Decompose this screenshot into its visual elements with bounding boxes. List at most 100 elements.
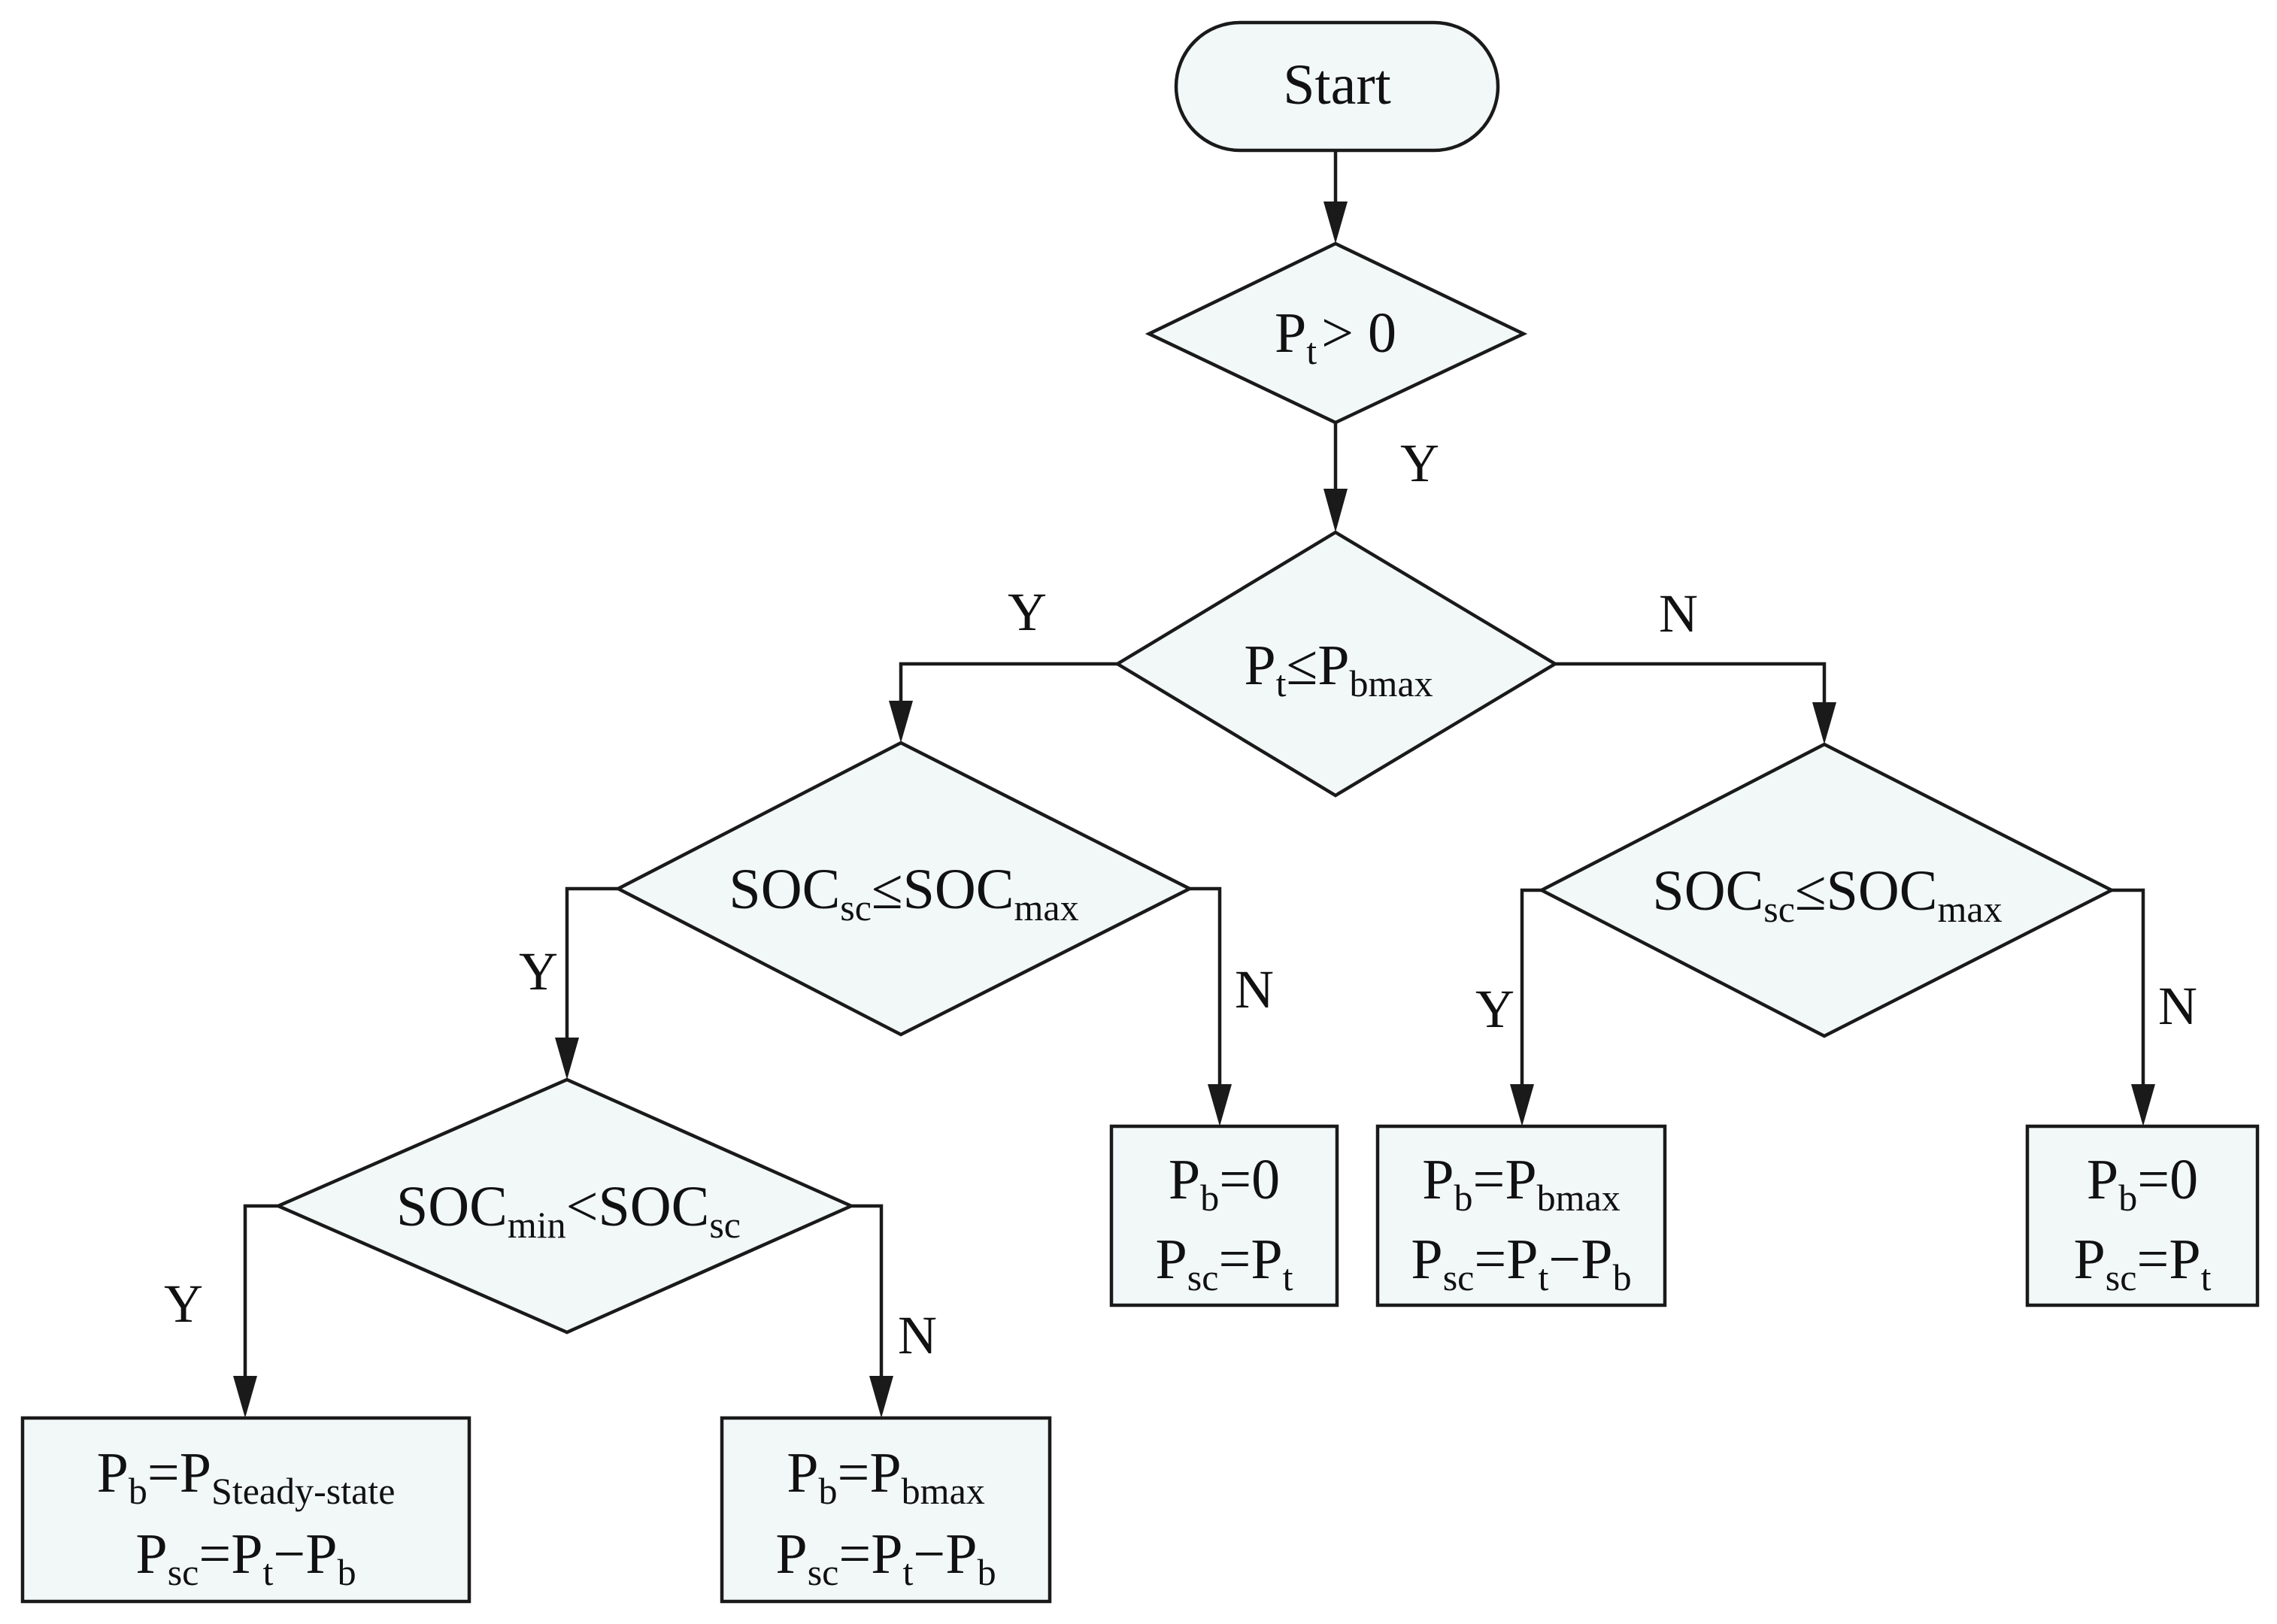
svg-text:Pb=PSteady-state: Pb=PSteady-state bbox=[97, 1441, 396, 1512]
branch-label-right-soc-max-yes: Y bbox=[1475, 979, 1514, 1039]
edge-left-soc-max-yes bbox=[565, 886, 618, 1038]
box-left-bmax: Pb=Pbmax Psc=Pt−Pb bbox=[720, 1416, 1052, 1604]
steady-l2-s3: b bbox=[338, 1551, 356, 1593]
branch-label-left-soc-max-no: N bbox=[1235, 959, 1274, 1020]
left-bmax-l2-p3: P bbox=[945, 1522, 977, 1586]
svg-text:Psc=Pt−Pb: Psc=Pt−Pb bbox=[1411, 1228, 1631, 1298]
arrowhead-right-soc-max bbox=[1812, 702, 1836, 744]
left-soc-max-s2: max bbox=[1014, 886, 1078, 929]
right-bmax-l2-p1: P bbox=[1411, 1228, 1442, 1291]
right-soc-max-s1: sc bbox=[1763, 888, 1795, 930]
right-bmax-l2-s2: t bbox=[1539, 1256, 1549, 1298]
left-bmax-l2-op: − bbox=[913, 1522, 945, 1586]
left-bmax-l2-s3: b bbox=[978, 1551, 996, 1593]
pt-positive-rest: > 0 bbox=[1321, 301, 1396, 365]
left-bmax-l1-p1: P bbox=[787, 1441, 818, 1504]
edge-soc-min-no bbox=[851, 1204, 884, 1376]
steady-l1-eq: = bbox=[147, 1441, 180, 1504]
steady-l2-s1: sc bbox=[168, 1551, 199, 1593]
left-zero-l1-s1: b bbox=[1200, 1177, 1219, 1219]
right-soc-max-p2: SOC bbox=[1827, 859, 1938, 923]
edge-right-soc-max-no bbox=[2112, 888, 2145, 1084]
right-zero-l2-p1: P bbox=[2074, 1228, 2106, 1291]
svg-text:Pt> 0: Pt> 0 bbox=[1275, 301, 1396, 372]
arrowhead-box-steady-state bbox=[233, 1376, 257, 1418]
steady-l1-s1: b bbox=[129, 1470, 147, 1512]
right-bmax-l2-s1: sc bbox=[1443, 1256, 1475, 1298]
steady-l2-op: − bbox=[273, 1522, 305, 1586]
left-soc-max-op: ≤ bbox=[872, 858, 903, 921]
right-zero-l1-eq: = bbox=[2137, 1148, 2169, 1211]
branch-label-soc-min-no: N bbox=[898, 1305, 937, 1365]
soc-min-op: < bbox=[566, 1175, 599, 1238]
decision-pt-positive: Pt> 0 bbox=[1145, 241, 1528, 425]
left-zero-l2-p1: P bbox=[1156, 1228, 1187, 1291]
start-terminal: Start bbox=[1174, 20, 1500, 153]
decision-soc-min: SOCmin<SOCsc bbox=[274, 1077, 856, 1335]
soc-min-s1: min bbox=[508, 1204, 566, 1246]
arrowhead-pt-positive bbox=[1323, 201, 1348, 244]
soc-min-p1: SOC bbox=[396, 1175, 508, 1238]
left-zero-l2-s2: t bbox=[1283, 1256, 1293, 1298]
left-bmax-l2-p2: P bbox=[871, 1522, 902, 1586]
right-zero-l1-s1: b bbox=[2118, 1177, 2137, 1219]
svg-text:Psc=Pt−Pb: Psc=Pt−Pb bbox=[775, 1522, 996, 1593]
soc-min-s2: sc bbox=[709, 1204, 741, 1246]
start-label: Start bbox=[1283, 53, 1391, 117]
right-soc-max-s2: max bbox=[1937, 888, 2002, 930]
decision-left-soc-max: SOCsc≤SOCmax bbox=[614, 741, 1193, 1037]
branch-label-soc-min-yes: Y bbox=[164, 1274, 203, 1334]
svg-text:SOCsc≤SOCmax: SOCsc≤SOCmax bbox=[729, 858, 1078, 929]
pt-le-pbmax-s1: t bbox=[1276, 662, 1287, 704]
decision-pt-le-pbmax: Pt≤Pbmax bbox=[1114, 530, 1559, 798]
svg-text:Pb=0: Pb=0 bbox=[1169, 1148, 1280, 1219]
left-soc-max-p2: SOC bbox=[903, 858, 1014, 921]
left-bmax-l1-s1: b bbox=[819, 1470, 838, 1512]
box-left-zero: Pb=0 Psc = Pt bbox=[1109, 1124, 1339, 1307]
steady-l1-p1: P bbox=[97, 1441, 129, 1504]
right-bmax-l2-p2: P bbox=[1506, 1228, 1538, 1291]
left-zero-l2-s1: sc bbox=[1187, 1256, 1219, 1298]
steady-l2-p3: P bbox=[305, 1522, 337, 1586]
steady-l1-p2: P bbox=[180, 1441, 211, 1504]
decision-right-soc-max: SOCsc≤SOCmax bbox=[1538, 742, 2115, 1038]
pt-le-pbmax-p1: P bbox=[1244, 634, 1275, 697]
svg-text:SOCmin<SOCsc: SOCmin<SOCsc bbox=[396, 1175, 741, 1246]
svg-text:Pb=Pbmax: Pb=Pbmax bbox=[1422, 1148, 1621, 1219]
box-right-bmax: Pb=Pbmax Psc=Pt−Pb bbox=[1375, 1124, 1667, 1307]
steady-l2-p2: P bbox=[231, 1522, 262, 1586]
box-right-zero: Pb=0 Psc=Pt bbox=[2025, 1124, 2260, 1307]
left-zero-l1-eq: = bbox=[1219, 1148, 1251, 1211]
arrowhead-soc-min bbox=[555, 1038, 579, 1080]
arrowhead-pt-le-pbmax bbox=[1323, 489, 1348, 532]
svg-text:Pt≤Pbmax: Pt≤Pbmax bbox=[1244, 634, 1433, 704]
right-bmax-l1-p1: P bbox=[1422, 1148, 1454, 1211]
arrowhead-box-right-bmax bbox=[1510, 1084, 1534, 1126]
steady-l2-p1: P bbox=[135, 1522, 167, 1586]
left-soc-max-p1: SOC bbox=[729, 858, 840, 921]
connectors bbox=[233, 150, 2155, 1418]
left-bmax-l2-eq: = bbox=[838, 1522, 871, 1586]
arrowhead-box-left-bmax bbox=[869, 1376, 893, 1418]
pt-le-pbmax-op: ≤ bbox=[1287, 634, 1318, 697]
svg-text:SOCsc≤SOCmax: SOCsc≤SOCmax bbox=[1652, 859, 2002, 930]
right-zero-l2-s1: sc bbox=[2106, 1256, 2137, 1298]
pt-positive-subscript: t bbox=[1306, 330, 1317, 372]
soc-min-p2: SOC bbox=[599, 1175, 710, 1238]
left-zero-l1-p1: P bbox=[1169, 1148, 1200, 1211]
right-zero-l1-v: 0 bbox=[2169, 1148, 2198, 1211]
right-soc-max-p1: SOC bbox=[1652, 859, 1763, 923]
branch-label-pt-le-pbmax-yes: Y bbox=[1008, 582, 1047, 642]
arrowhead-left-soc-max bbox=[889, 701, 913, 743]
right-bmax-l1-s1: b bbox=[1454, 1177, 1473, 1219]
branch-label-pt-le-pbmax-no: N bbox=[1659, 583, 1698, 644]
right-zero-l2-eq: = bbox=[2136, 1228, 2169, 1291]
left-bmax-l2-s1: sc bbox=[808, 1551, 839, 1593]
right-bmax-l1-eq: = bbox=[1473, 1148, 1505, 1211]
right-bmax-l1-p2: P bbox=[1505, 1148, 1536, 1211]
steady-l1-s2: Steady-state bbox=[211, 1470, 395, 1512]
left-bmax-l2-s2: t bbox=[903, 1551, 914, 1593]
box-steady-state: Pb=PSteady-state Psc=Pt−Pb bbox=[20, 1416, 471, 1604]
right-bmax-l2-s3: b bbox=[1613, 1256, 1632, 1298]
